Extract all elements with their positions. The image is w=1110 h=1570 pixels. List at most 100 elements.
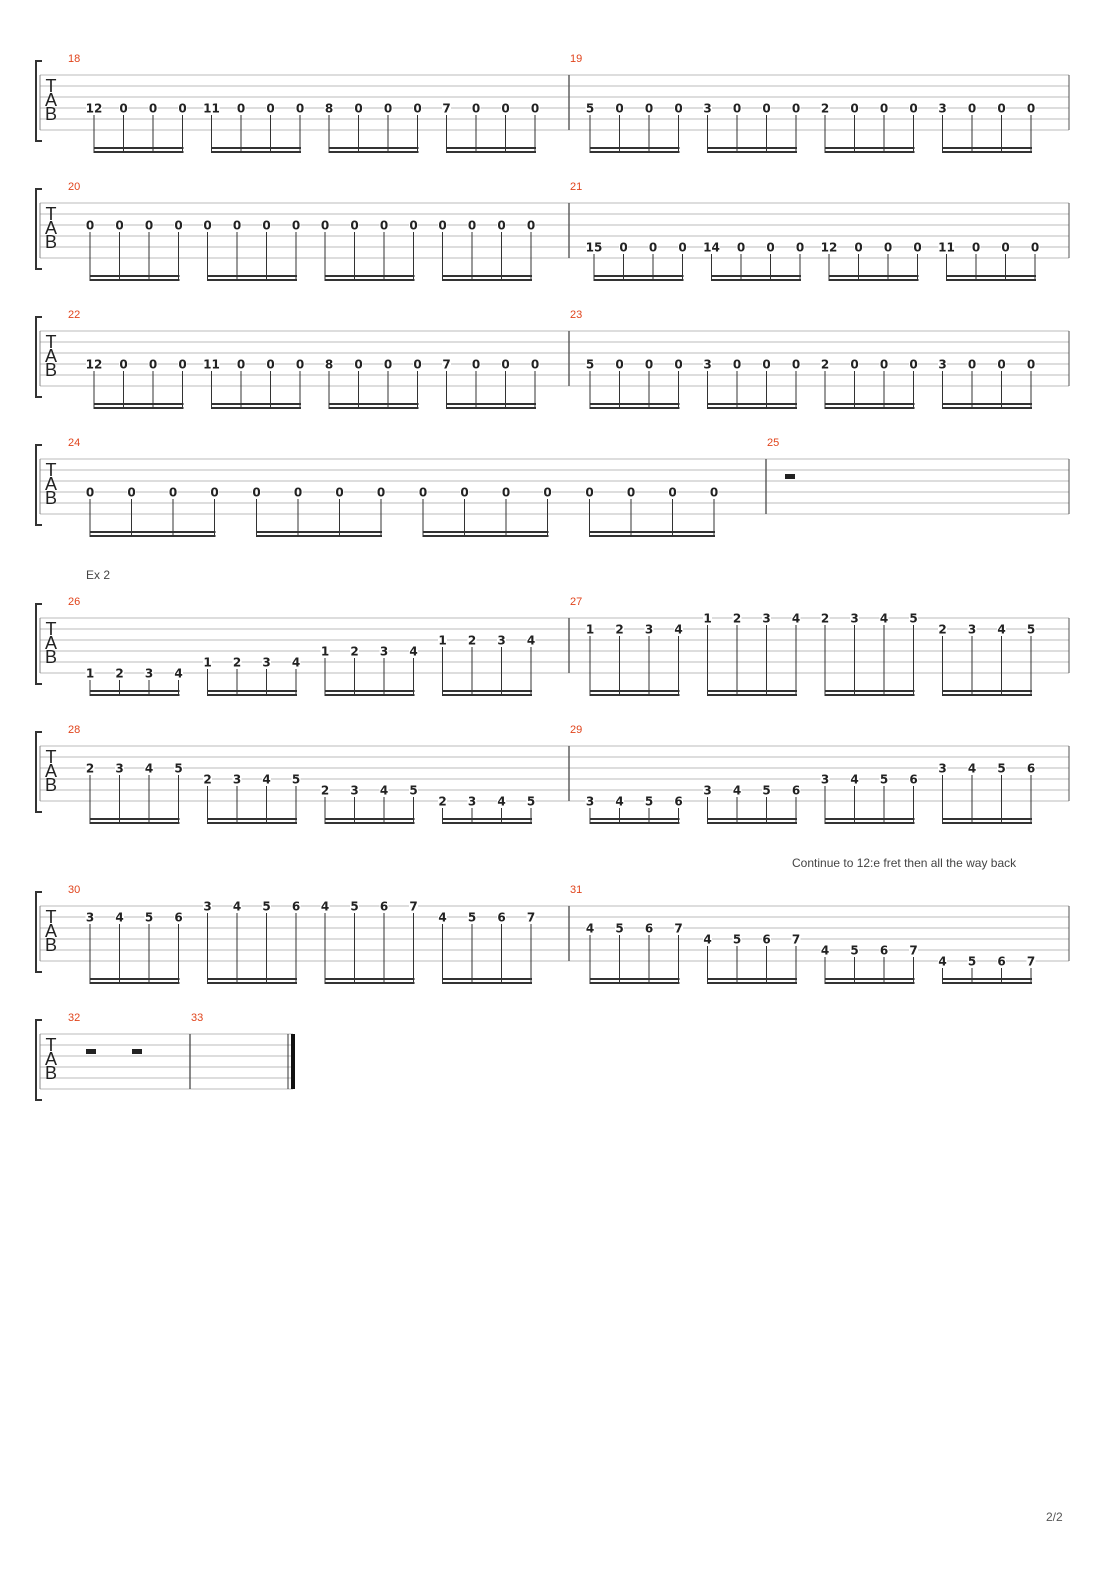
note-background xyxy=(262,900,271,912)
fret-number: 0 xyxy=(674,358,682,372)
beam xyxy=(825,694,915,696)
fret-number: 0 xyxy=(178,102,186,116)
fret-number: 2 xyxy=(821,358,829,372)
note-background xyxy=(879,358,889,370)
fret-number: 1 xyxy=(703,612,711,626)
fret-number: 5 xyxy=(262,900,270,914)
beam xyxy=(942,151,1032,153)
note-background xyxy=(413,358,422,370)
note-background xyxy=(909,773,918,785)
beam xyxy=(329,151,419,153)
fret-number: 0 xyxy=(792,358,800,372)
note-background xyxy=(526,219,536,231)
note-background xyxy=(703,933,712,945)
beam xyxy=(90,275,180,277)
beam xyxy=(94,151,184,153)
note-background xyxy=(585,486,594,498)
note-background xyxy=(909,612,918,624)
fret-number: 4 xyxy=(938,955,946,969)
fret-number: 5 xyxy=(880,773,888,787)
fret-number: 0 xyxy=(127,486,135,500)
note-background xyxy=(320,900,330,912)
fret-number: 4 xyxy=(233,900,241,914)
note-background xyxy=(703,241,720,253)
note-background xyxy=(144,219,154,231)
note-background xyxy=(442,358,451,370)
fret-number: 0 xyxy=(884,241,892,255)
fret-number: 0 xyxy=(909,358,917,372)
fret-number: 3 xyxy=(468,795,476,809)
note-background xyxy=(626,486,636,498)
note-background xyxy=(1026,762,1036,774)
note-background xyxy=(148,358,158,370)
note-background xyxy=(615,795,624,807)
note-background xyxy=(409,900,418,912)
measure-number: 22 xyxy=(68,309,80,321)
note-background xyxy=(791,358,801,370)
fret-number: 0 xyxy=(119,358,127,372)
beam xyxy=(446,403,536,405)
tab-clef-letter: A xyxy=(45,218,57,238)
note-background xyxy=(1026,955,1036,967)
fret-number: 0 xyxy=(237,358,245,372)
note-background xyxy=(648,241,658,253)
beam xyxy=(90,822,180,824)
note-background xyxy=(86,358,102,370)
beam xyxy=(325,279,415,281)
note-background xyxy=(967,955,977,967)
measure-number: 24 xyxy=(68,437,80,449)
fret-number: 0 xyxy=(796,241,804,255)
fret-number: 0 xyxy=(733,358,741,372)
fret-number: 0 xyxy=(354,358,362,372)
fret-number: 4 xyxy=(733,784,741,798)
system-bracket xyxy=(35,188,42,270)
beam xyxy=(207,978,297,980)
note-background xyxy=(262,219,271,231)
fret-number: 0 xyxy=(321,219,329,233)
fret-number: 0 xyxy=(854,241,862,255)
fret-number: 3 xyxy=(762,612,770,626)
measure-number: 31 xyxy=(570,884,582,896)
tab-clef-letter: B xyxy=(45,360,57,380)
note-background xyxy=(854,241,863,253)
note-background xyxy=(383,102,393,114)
note-background xyxy=(615,623,624,635)
note-background xyxy=(379,900,389,912)
note-background xyxy=(526,911,536,923)
note-background xyxy=(909,358,918,370)
fret-number: 7 xyxy=(527,911,535,925)
note-background xyxy=(795,241,805,253)
fret-number: 4 xyxy=(174,667,182,681)
fret-number: 0 xyxy=(585,486,593,500)
beam xyxy=(825,818,915,820)
fret-number: 6 xyxy=(1027,762,1035,776)
note-background xyxy=(909,944,918,956)
note-background xyxy=(762,784,771,796)
measure-number: 23 xyxy=(570,309,582,321)
measure-number: 30 xyxy=(68,884,80,896)
note-background xyxy=(379,219,389,231)
note-background xyxy=(232,773,242,785)
note-background xyxy=(820,773,830,785)
note-background xyxy=(210,486,219,498)
beam xyxy=(90,279,180,281)
fret-number: 0 xyxy=(762,358,770,372)
beam xyxy=(325,818,415,820)
fret-number: 5 xyxy=(145,911,153,925)
note-background xyxy=(438,795,447,807)
fret-number: 4 xyxy=(968,762,976,776)
tab-clef-letter: T xyxy=(46,747,57,767)
fret-number: 0 xyxy=(178,358,186,372)
measure-number: 28 xyxy=(68,724,80,736)
fret-number: 4 xyxy=(821,944,829,958)
note-background xyxy=(762,102,771,114)
fret-number: 0 xyxy=(645,102,653,116)
beam xyxy=(442,978,532,980)
whole-rest xyxy=(785,474,795,479)
note-background xyxy=(203,358,220,370)
system-bracket xyxy=(35,316,42,398)
note-background xyxy=(1026,623,1036,635)
note-background xyxy=(585,358,595,370)
